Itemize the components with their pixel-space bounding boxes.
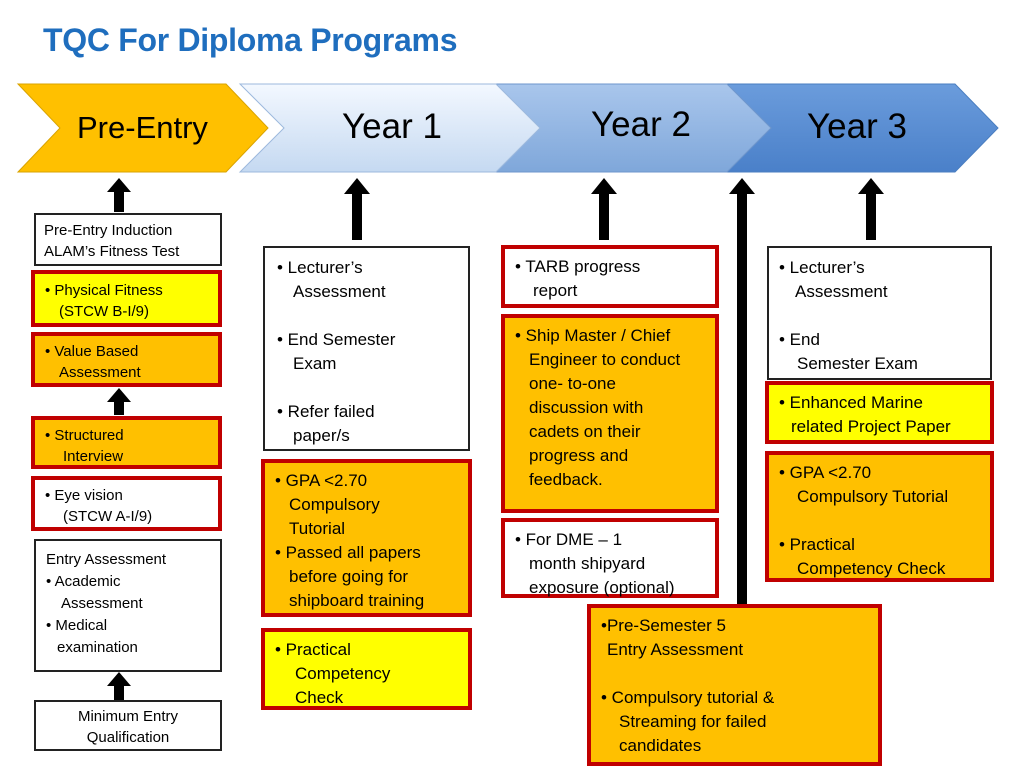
year3-competency-line: Competency Check (797, 559, 946, 578)
academic-line-2: Assessment (61, 595, 143, 612)
minimum-entry-line: Minimum Entry (77, 708, 178, 725)
stage-label-year-2: Year 2 (591, 105, 691, 144)
academic-line: • Academic (46, 573, 121, 590)
year3-practical-line: • Practical (779, 535, 855, 554)
physical-fitness-ref: (STCW B-I/9) (59, 303, 149, 320)
competency-line: Competency (295, 664, 391, 683)
arrow-up-icon (729, 178, 755, 606)
year1-lecturer-box: • Lecturer’s Assessment • End Semester E… (263, 246, 470, 451)
report-line: report (533, 281, 578, 300)
pre-semester-box: •Pre-Semester 5 Entry Assessment • Compu… (587, 604, 882, 766)
physical-fitness-line: • Physical Fitness (45, 282, 163, 299)
ship-master-line-4: discussion with (529, 398, 644, 417)
project-paper-line: related Project Paper (791, 417, 951, 436)
exam-line: Exam (293, 354, 337, 373)
structured-interview-box: • Structured Interview (31, 416, 222, 469)
ship-master-line: • Ship Master / Chief (515, 326, 671, 345)
entry-assessment-line: Entry Assessment (607, 640, 744, 659)
dme-box: • For DME – 1 month shipyard exposure (o… (501, 518, 719, 598)
medical-line: • Medical (46, 617, 108, 634)
lecturer-line: • Lecturer’s (277, 258, 363, 277)
qualification-line: Qualification (86, 729, 170, 746)
enhanced-project-box: • Enhanced Marine related Project Paper (765, 381, 994, 444)
chevron-year-1 (238, 83, 541, 173)
enhanced-line: • Enhanced Marine (779, 393, 923, 412)
eye-vision-line: • Eye vision (45, 487, 123, 504)
value-based-line-2: Assessment (59, 364, 141, 381)
chevron-pre-entry (16, 83, 269, 173)
medical-line-2: examination (57, 639, 138, 656)
year3-compulsory-line: Compulsory Tutorial (797, 487, 949, 506)
compulsory-tutorial-line: • Compulsory tutorial & (601, 688, 775, 707)
assessment-line: Assessment (293, 282, 386, 301)
compulsory-line: Compulsory (289, 495, 380, 514)
minimum-entry-box: Minimum Entry Qualification (34, 700, 222, 751)
year1-gpa-box: • GPA <2.70 Compulsory Tutorial • Passed… (261, 459, 472, 617)
before-going-line: before going for (289, 567, 409, 586)
year3-end-line: • End (779, 330, 820, 349)
structured-interview-line: • Structured (45, 427, 124, 444)
stage-label-year-3: Year 3 (807, 107, 907, 146)
dme-line: • For DME – 1 (515, 530, 623, 549)
tarb-box: • TARB progress report (501, 245, 719, 308)
year3-gpa-box: • GPA <2.70 Compulsory Tutorial • Practi… (765, 451, 994, 582)
candidates-line: candidates (619, 736, 702, 755)
tutorial-line: Tutorial (289, 519, 346, 538)
physical-fitness-box: • Physical Fitness (STCW B-I/9) (31, 270, 222, 327)
induction-line: Pre-Entry Induction (44, 222, 173, 239)
ship-master-box: • Ship Master / Chief Engineer to conduc… (501, 314, 719, 513)
fitness-test-line: ALAM’s Fitness Test (44, 243, 180, 260)
value-based-line: • Value Based (45, 343, 139, 360)
arrow-up-icon (107, 178, 131, 212)
eye-vision-ref: (STCW A-I/9) (63, 508, 153, 525)
entry-assessment-heading: Entry Assessment (46, 551, 167, 568)
stage-timeline (16, 83, 999, 173)
dme-line-2: month shipyard (529, 554, 646, 573)
structured-interview-line-2: Interview (63, 448, 124, 465)
year3-lecturer-box: • Lecturer’s Assessment • End Semester E… (767, 246, 992, 380)
entry-assessment-box: Entry Assessment • Academic Assessment •… (34, 539, 222, 672)
gpa-line: • GPA <2.70 (275, 471, 368, 490)
practical-line: • Practical (275, 640, 351, 659)
shipboard-training-line: shipboard training (289, 591, 425, 610)
year1-practical-box: • Practical Competency Check (261, 628, 472, 710)
dme-line-3: exposure (optional) (529, 578, 675, 597)
year3-gpa-line: • GPA <2.70 (779, 463, 872, 482)
refer-failed-line: • Refer failed (277, 402, 375, 421)
streaming-line: Streaming for failed (619, 712, 767, 731)
stage-label-year-1: Year 1 (342, 107, 442, 146)
eye-vision-box: • Eye vision (STCW A-I/9) (31, 476, 222, 531)
tarb-line: • TARB progress (515, 257, 641, 276)
ship-master-line-2: Engineer to conduct (529, 350, 681, 369)
page-title: TQC For Diploma Programs (43, 22, 458, 58)
year3-assessment-line: Assessment (795, 282, 888, 301)
year3-semester-exam-line: Semester Exam (797, 354, 918, 373)
arrow-up-icon (107, 388, 131, 415)
ship-master-line-7: feedback. (529, 470, 603, 489)
arrow-up-icon (344, 178, 370, 240)
end-semester-line: • End Semester (277, 330, 396, 349)
year3-lecturer-line: • Lecturer’s (779, 258, 865, 277)
arrow-up-icon (858, 178, 884, 240)
ship-master-line-6: progress and (529, 446, 629, 465)
papers-line: paper/s (293, 426, 350, 445)
induction-box: Pre-Entry Induction ALAM’s Fitness Test (34, 213, 222, 266)
ship-master-line-3: one- to-one (529, 374, 616, 393)
check-line: Check (295, 688, 344, 707)
passed-papers-line: • Passed all papers (275, 543, 421, 562)
arrow-up-icon (591, 178, 617, 240)
ship-master-line-5: cadets on their (529, 422, 641, 441)
stage-label-pre-entry: Pre-Entry (77, 110, 208, 145)
arrow-up-icon (107, 672, 131, 700)
value-based-box: • Value Based Assessment (31, 332, 222, 387)
pre-semester-line: •Pre-Semester 5 (601, 616, 726, 635)
